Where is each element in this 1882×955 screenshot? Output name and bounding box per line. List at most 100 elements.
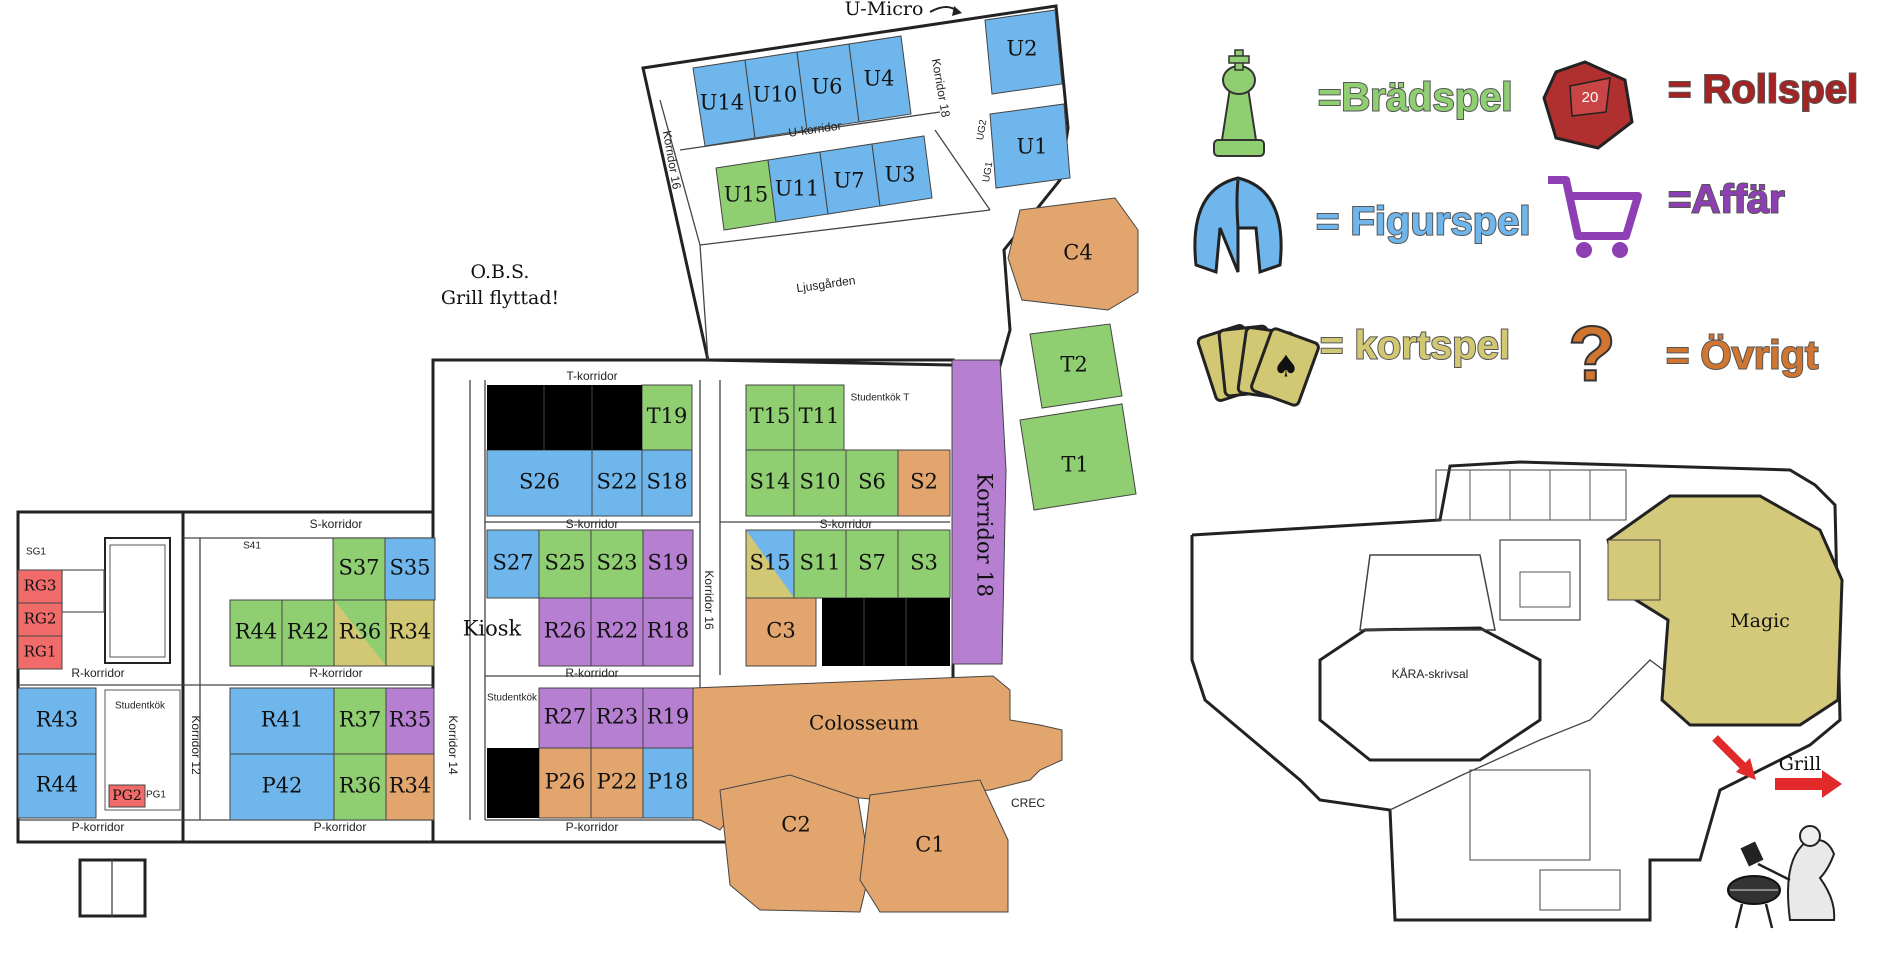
room-label-s23: S23 xyxy=(596,551,637,575)
room-label-u6: U6 xyxy=(811,75,842,99)
room-c2 xyxy=(719,774,871,913)
corridor-12-label: Korridor 12 xyxy=(189,715,203,775)
legend-rollspel: = Rollspel xyxy=(1668,68,1858,112)
room-label-r43: R43 xyxy=(36,708,79,732)
legend-affar: =Affär xyxy=(1668,178,1785,222)
room-pg2 xyxy=(108,784,146,808)
obs-note: O.B.S. xyxy=(471,261,530,283)
room-label-s19: S19 xyxy=(647,551,688,575)
legend-kortspel: = kortspel xyxy=(1320,324,1510,368)
room-label-t19: T19 xyxy=(647,404,688,428)
corridor-r-label: R-korridor xyxy=(309,666,362,680)
question-mark-icon: ? xyxy=(1567,309,1617,399)
room-label-s15: S15 xyxy=(749,551,790,575)
room-s26 xyxy=(486,449,593,517)
room-label-r19: R19 xyxy=(647,705,690,729)
room-label-u3: U3 xyxy=(884,163,915,187)
corridor-r-label: R-korridor xyxy=(71,666,124,680)
room-s35 xyxy=(384,537,436,601)
room-r18 xyxy=(642,597,694,667)
room-s3 xyxy=(897,529,951,599)
legend-bradspel: =Brädspel xyxy=(1318,76,1513,120)
room-r26 xyxy=(538,597,592,667)
room-s11 xyxy=(793,529,847,599)
room-label-c2: C2 xyxy=(781,813,810,837)
grill-mascot-icon xyxy=(1727,825,1836,929)
room-r22 xyxy=(590,597,644,667)
crec-label: CREC xyxy=(1011,796,1045,810)
room-c1 xyxy=(859,779,1009,913)
room-label-u2: U2 xyxy=(1006,37,1037,61)
room-s2 xyxy=(897,449,951,517)
room-label-s6: S6 xyxy=(858,470,886,494)
room-s7 xyxy=(845,529,899,599)
room-label-s35: S35 xyxy=(389,556,430,580)
room-r35 xyxy=(385,687,435,755)
corridor-r-label: R-korridor xyxy=(565,666,618,680)
corridor-p-label: P-korridor xyxy=(314,820,367,834)
red-arrow-icon xyxy=(1712,735,1756,780)
room-r34 xyxy=(385,753,435,821)
room-r43 xyxy=(17,687,97,755)
room-label-r22: R22 xyxy=(596,619,639,643)
room-label-s37: S37 xyxy=(338,556,379,580)
room-label-r42: R42 xyxy=(287,620,330,644)
room-label-s7: S7 xyxy=(858,551,886,575)
room-r44 xyxy=(17,753,97,819)
room-label-u4: U4 xyxy=(863,67,894,91)
room-label-p26: P26 xyxy=(545,770,586,794)
obs-note-2: Grill flyttad! xyxy=(441,287,559,309)
ug1-label: UG1 xyxy=(981,161,995,184)
red-arrow-icon xyxy=(1775,770,1842,798)
room-rg3 xyxy=(17,569,63,604)
room-s19 xyxy=(642,529,694,599)
room-label-p18: P18 xyxy=(648,770,689,794)
room-s14 xyxy=(745,449,795,517)
corridor-t-label: T-korridor xyxy=(566,369,617,383)
room-p18 xyxy=(642,747,694,819)
room-label-s27: S27 xyxy=(492,551,533,575)
room-label-r44: R44 xyxy=(36,773,79,797)
room-label-s25: S25 xyxy=(544,551,585,575)
room-label-r26: R26 xyxy=(544,619,587,643)
chess-king-icon xyxy=(1213,49,1265,157)
room-label-r36: R36 xyxy=(339,774,382,798)
room-t15 xyxy=(745,384,795,451)
room-label-colosseum: Colosseum xyxy=(809,711,919,735)
corridor-18-label: Korridor 18 xyxy=(929,57,953,118)
room-label-t11: T11 xyxy=(799,404,840,428)
room-t1 xyxy=(1019,403,1137,511)
corridor-s-label: S-korridor xyxy=(310,517,363,531)
blocked-room xyxy=(822,598,950,666)
magic-label: Magic xyxy=(1730,610,1790,632)
room-label-u7: U7 xyxy=(833,169,864,193)
room-label-rg3: RG3 xyxy=(24,577,57,595)
grill-label: Grill xyxy=(1779,753,1822,775)
svg-text:?: ? xyxy=(1568,310,1616,398)
blocked-rooms xyxy=(487,385,950,818)
room-r34 xyxy=(385,599,435,667)
blocked-room xyxy=(487,385,642,450)
room-label-s10: S10 xyxy=(799,470,840,494)
room-t11 xyxy=(793,384,845,451)
room-label-t15: T15 xyxy=(750,404,791,428)
room-label-r18: R18 xyxy=(647,619,690,643)
corridor-s-label: S-korridor xyxy=(820,517,873,531)
room-c4 xyxy=(1007,197,1139,311)
room-label-c3: C3 xyxy=(766,619,795,643)
room-label-r23: R23 xyxy=(596,705,639,729)
room-label-r37: R37 xyxy=(339,708,382,732)
room-label-r41: R41 xyxy=(261,708,304,732)
room-s10 xyxy=(793,449,847,517)
room-label-r44: R44 xyxy=(235,620,278,644)
room-t19 xyxy=(641,384,693,451)
shopping-cart-icon xyxy=(1548,176,1642,258)
room-label-r36: R36 xyxy=(339,620,382,644)
helmet-icon xyxy=(1193,176,1283,275)
corridor-p-label: P-korridor xyxy=(566,820,619,834)
d20-icon: 20 xyxy=(1542,60,1634,150)
room-label-t1: T1 xyxy=(1061,453,1088,477)
korridor-18-label: Korridor 18 xyxy=(973,473,997,597)
